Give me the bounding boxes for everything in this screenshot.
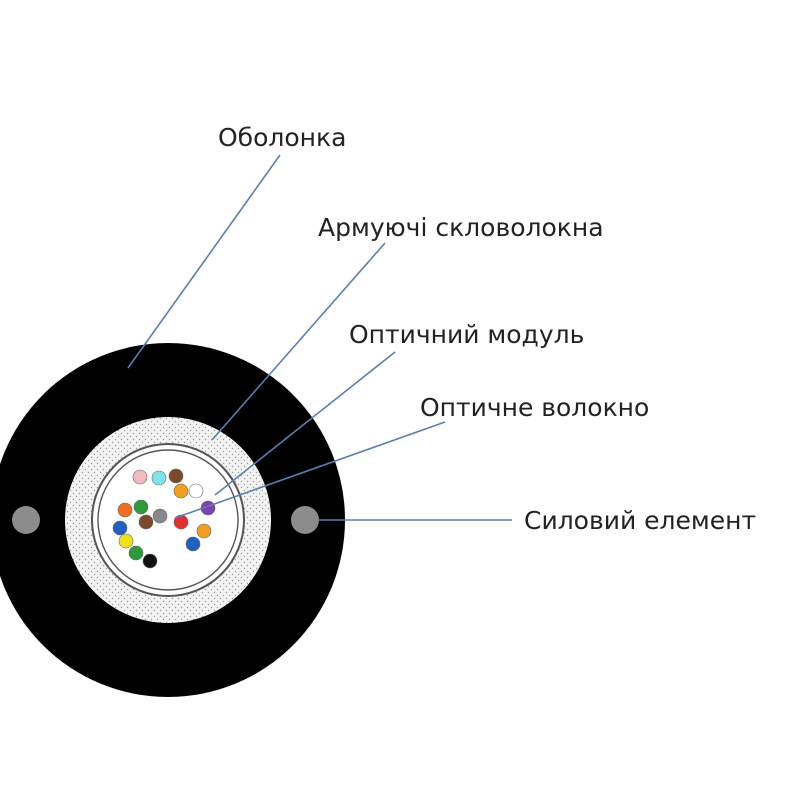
optical-module-inner <box>97 449 239 591</box>
optical-fiber <box>173 514 189 530</box>
label-optical-module: Оптичний модуль <box>349 320 584 349</box>
strength-member-right <box>291 506 319 534</box>
leader-armor <box>211 242 386 441</box>
optical-fiber <box>188 483 204 499</box>
leader-lines <box>127 154 512 521</box>
optical-fiber <box>168 468 184 484</box>
optical-fiber <box>128 545 144 561</box>
cable-cross-section <box>0 343 345 697</box>
leader-module <box>214 351 396 496</box>
optical-fiber <box>185 536 201 552</box>
optical-fiber <box>117 502 133 518</box>
label-sheath: Оболонка <box>218 123 346 152</box>
optical-fiber <box>152 508 168 524</box>
optical-fiber <box>173 483 189 499</box>
optical-fiber <box>133 499 149 515</box>
label-optical-fiber: Оптичне волокно <box>420 393 649 422</box>
strength-member-left <box>12 506 40 534</box>
optical-fiber <box>138 514 154 530</box>
optical-fiber <box>142 553 158 569</box>
optical-fiber <box>196 523 212 539</box>
leader-fiber <box>174 421 446 519</box>
leader-sheath <box>127 154 281 369</box>
optical-fiber <box>112 520 128 536</box>
label-armor-yarns: Армуючі скловолокна <box>318 213 604 242</box>
optical-fiber <box>151 470 167 486</box>
optical-fibers-group <box>112 468 216 569</box>
optical-fiber <box>132 469 148 485</box>
optical-fiber <box>118 533 134 549</box>
callout-labels: Оболонка Армуючі скловолокна Оптичний мо… <box>218 123 756 535</box>
label-strength-member: Силовий елемент <box>524 506 756 535</box>
